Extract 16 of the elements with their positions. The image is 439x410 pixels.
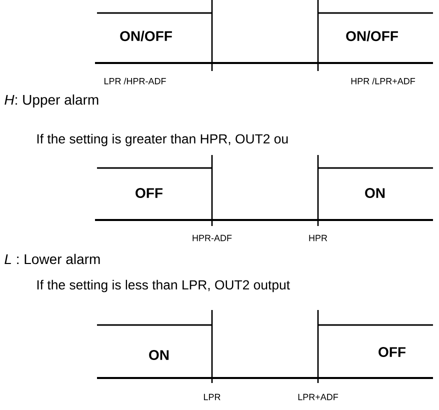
state-label: ON/OFF: [346, 30, 398, 42]
mode-heading: H: Upper alarm: [4, 94, 98, 108]
state-label: OFF: [136, 188, 162, 198]
threshold-label: LPR /HPR-ADF: [104, 78, 166, 84]
threshold-label: HPR /LPR+ADF: [351, 78, 416, 84]
threshold-label: LPR: [204, 394, 220, 400]
state-label: ON: [149, 350, 169, 360]
description-text: If the setting is less than LPR, OUT2 output: [37, 280, 290, 292]
threshold-label: HPR-ADF: [192, 234, 232, 242]
state-label: ON/OFF: [120, 30, 172, 42]
threshold-label: HPR: [309, 234, 328, 242]
description-text: If the setting is greater than HPR, OUT2 ou: [37, 134, 288, 146]
state-label: OFF: [378, 347, 406, 357]
mode-heading: L : Lower alarm: [4, 254, 100, 264]
state-label: ON: [365, 188, 385, 198]
threshold-label: LPR+ADF: [298, 394, 338, 400]
